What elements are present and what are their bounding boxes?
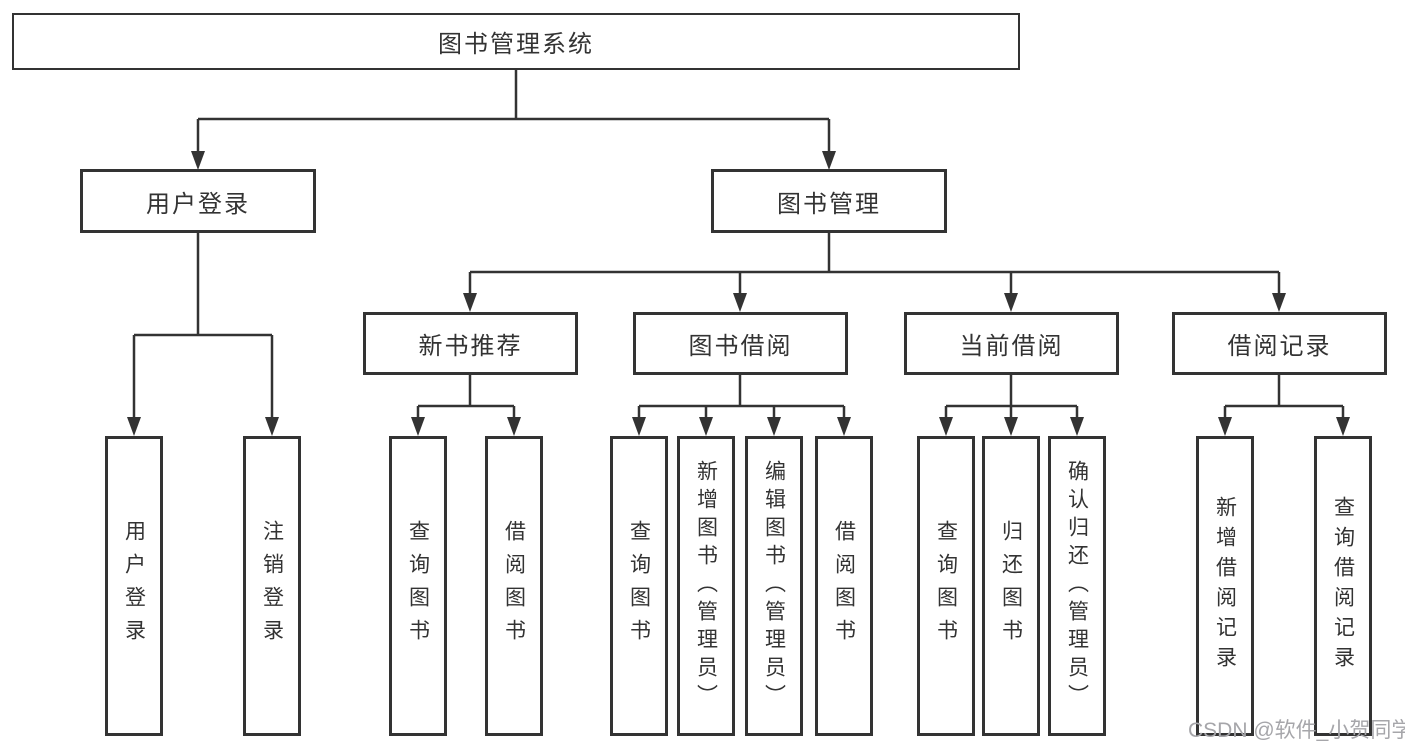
arrowhead-icon xyxy=(127,417,141,436)
arrowhead-icon xyxy=(265,417,279,436)
node-current-borrow: 当前借阅 xyxy=(904,312,1119,375)
arrowhead-icon xyxy=(191,151,205,170)
leaf-current-query-books: 查询图书 xyxy=(917,436,975,736)
leaf-return-books: 归还图书 xyxy=(982,436,1040,736)
leaf-add-borrow-record: 新增借阅记录 xyxy=(1196,436,1254,736)
arrowhead-icon xyxy=(767,417,781,436)
leaf-add-books-admin-label: 新增图书（管理员） xyxy=(694,460,718,712)
arrowhead-icon xyxy=(1004,293,1018,312)
leaf-borrow-query-books-label: 查询图书 xyxy=(627,520,651,652)
node-library-management-system: 图书管理系统 xyxy=(12,13,1020,70)
arrowhead-icon xyxy=(699,417,713,436)
node-borrow-records: 借阅记录 xyxy=(1172,312,1387,375)
node-book-management: 图书管理 xyxy=(711,169,947,233)
node-user-login: 用户登录 xyxy=(80,169,316,233)
leaf-confirm-return-admin: 确认归还（管理员） xyxy=(1048,436,1106,736)
leaf-add-borrow-record-label: 新增借阅记录 xyxy=(1213,496,1237,676)
leaf-add-books-admin: 新增图书（管理员） xyxy=(677,436,735,736)
arrowhead-icon xyxy=(1070,417,1084,436)
connector-book-management-to-level3 xyxy=(463,232,1286,312)
leaf-edit-books-admin-label: 编辑图书（管理员） xyxy=(762,460,786,712)
leaf-user-login: 用户登录 xyxy=(105,436,163,736)
connector-borrow-records-to-leaves xyxy=(1218,374,1350,436)
leaf-logout-label: 注销登录 xyxy=(260,520,284,652)
arrowhead-icon xyxy=(939,417,953,436)
arrowhead-icon xyxy=(837,417,851,436)
connector-new-book-recommend-to-leaves xyxy=(411,374,521,436)
arrowhead-icon xyxy=(1218,417,1232,436)
leaf-borrow-query-books: 查询图书 xyxy=(610,436,668,736)
leaf-newrec-query-books-label: 查询图书 xyxy=(406,520,430,652)
arrowhead-icon xyxy=(411,417,425,436)
leaf-borrow-borrow-books-label: 借阅图书 xyxy=(832,520,856,652)
leaf-logout: 注销登录 xyxy=(243,436,301,736)
leaf-newrec-query-books: 查询图书 xyxy=(389,436,447,736)
connector-book-borrow-to-leaves xyxy=(632,374,851,436)
connector-current-borrow-to-leaves xyxy=(939,374,1084,436)
arrowhead-icon xyxy=(733,293,747,312)
leaf-edit-books-admin: 编辑图书（管理员） xyxy=(745,436,803,736)
leaf-return-books-label: 归还图书 xyxy=(999,520,1023,652)
connector-user-login-to-leaves xyxy=(127,232,279,436)
arrowhead-icon xyxy=(632,417,646,436)
leaf-newrec-borrow-books: 借阅图书 xyxy=(485,436,543,736)
node-new-book-recommend: 新书推荐 xyxy=(363,312,578,375)
arrowhead-icon xyxy=(1336,417,1350,436)
arrowhead-icon xyxy=(463,293,477,312)
leaf-borrow-borrow-books: 借阅图书 xyxy=(815,436,873,736)
node-book-borrow: 图书借阅 xyxy=(633,312,848,375)
connector-root-to-level2 xyxy=(191,68,836,170)
arrowhead-icon xyxy=(822,151,836,170)
leaf-user-login-label: 用户登录 xyxy=(122,520,146,652)
leaf-query-borrow-record-label: 查询借阅记录 xyxy=(1331,496,1355,676)
leaf-newrec-borrow-books-label: 借阅图书 xyxy=(502,520,526,652)
csdn-watermark: CSDN @软件_小贺同学 xyxy=(1188,719,1405,742)
leaf-query-borrow-record: 查询借阅记录 xyxy=(1314,436,1372,736)
arrowhead-icon xyxy=(507,417,521,436)
arrowhead-icon xyxy=(1272,293,1286,312)
leaf-current-query-books-label: 查询图书 xyxy=(934,520,958,652)
arrowhead-icon xyxy=(1004,417,1018,436)
leaf-confirm-return-admin-label: 确认归还（管理员） xyxy=(1065,460,1089,712)
